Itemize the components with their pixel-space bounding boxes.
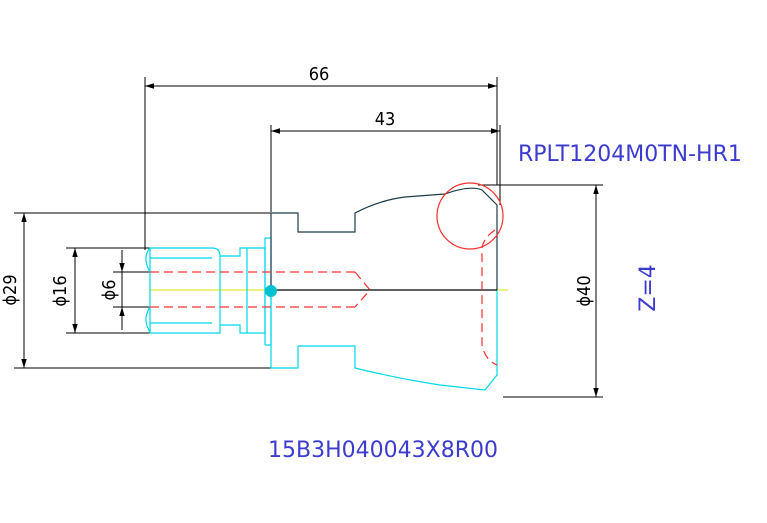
dimension-dia-16-label: ϕ16 [50,275,71,306]
dimension-dia-40 [478,184,603,398]
teeth-label: Z=4 [636,264,661,312]
dimension-dia-6-label: ϕ6 [99,280,120,301]
insert-circle [436,182,504,250]
cutter-body-lower [270,290,498,391]
dimension-dia-16 [66,247,150,334]
dimension-dia-29 [14,212,273,369]
insert-label: RPLT1204M0TN-HR1 [518,142,742,167]
center-marker [265,285,277,297]
dimension-66-label: 66 [309,64,330,85]
dimension-43-label: 43 [375,109,396,130]
dimension-inner-length [270,125,501,212]
hidden-lines [150,229,498,366]
cutter-body-upper [270,187,498,291]
drawing-background [0,60,767,463]
part-code-label: 15B3H040043X8R00 [268,438,498,463]
dimension-dia-6 [113,250,150,330]
dimension-dia-29-label: ϕ29 [0,274,21,305]
dimension-dia-40-label: ϕ40 [574,275,595,306]
shank-outline [145,237,272,346]
